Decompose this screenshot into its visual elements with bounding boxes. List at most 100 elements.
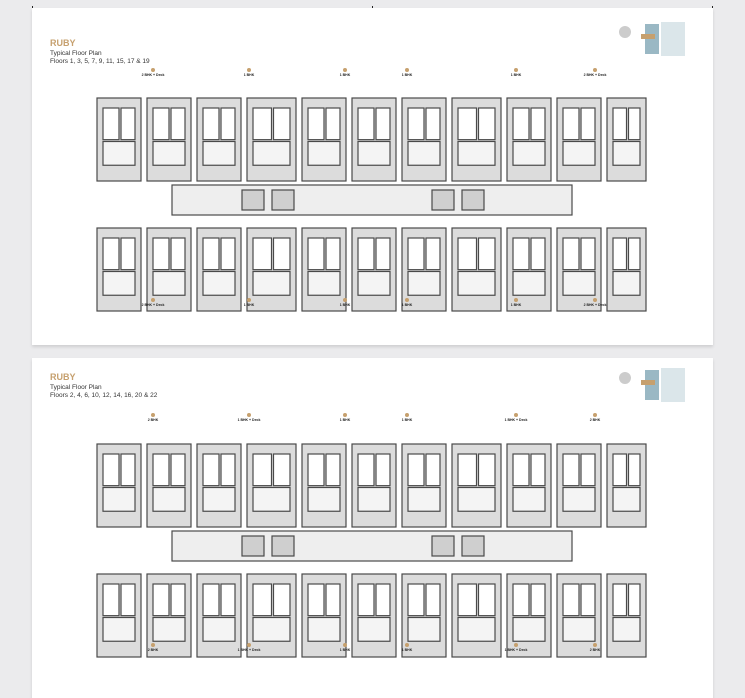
room xyxy=(407,107,425,141)
unit-marker-icon xyxy=(514,413,518,417)
floor-plan-page-1: RUBY Typical Floor Plan Floors 1, 3, 5, … xyxy=(32,8,713,345)
room xyxy=(357,616,391,642)
room xyxy=(512,270,546,296)
unit-label: 1 BHK xyxy=(481,298,551,307)
room xyxy=(307,140,341,166)
unit-label: 2 BHK + Deck xyxy=(560,68,630,77)
room xyxy=(202,140,236,166)
room xyxy=(612,453,628,487)
room xyxy=(252,486,291,512)
unit-label: 2 BHK + Deck xyxy=(118,68,188,77)
room xyxy=(170,237,186,271)
unit-type: 1 BHK xyxy=(339,303,351,307)
highlight-key xyxy=(641,34,655,39)
unit-label: 1 BHK + Deck xyxy=(214,413,284,422)
unit-marker-icon xyxy=(593,413,597,417)
lift-core xyxy=(271,189,295,211)
unit-label: 1 BHK xyxy=(310,413,380,422)
room xyxy=(357,453,375,487)
room xyxy=(252,237,273,271)
room xyxy=(425,107,441,141)
unit-marker-icon xyxy=(405,643,409,647)
room xyxy=(477,453,496,487)
room xyxy=(562,140,596,166)
room xyxy=(407,486,441,512)
unit-label: 1 BHK xyxy=(372,643,442,652)
room xyxy=(425,583,441,617)
room xyxy=(457,616,496,642)
room xyxy=(307,486,341,512)
unit-label: 1 BHK + Deck xyxy=(481,643,551,652)
unit-marker-icon xyxy=(151,413,155,417)
room xyxy=(512,616,546,642)
unit-type: 2 BHK + Deck xyxy=(583,73,607,77)
unit-type: 1 BHK + Deck xyxy=(237,418,261,422)
room xyxy=(202,486,236,512)
room xyxy=(477,107,496,141)
corridor xyxy=(171,184,573,216)
room xyxy=(252,107,273,141)
room xyxy=(612,140,641,166)
unit-label: 2 BHK + Deck xyxy=(560,298,630,307)
unit-type: 1 BHK xyxy=(243,73,255,77)
room xyxy=(202,270,236,296)
room xyxy=(120,237,136,271)
unit-label: 2 BHK xyxy=(118,643,188,652)
floors-label: Floors 2, 4, 6, 10, 12, 14, 16, 20 & 22 xyxy=(50,392,158,399)
unit-type: 1 BHK xyxy=(510,73,522,77)
floor-plan-drawing xyxy=(96,443,647,658)
site-key xyxy=(661,22,685,56)
unit-label: 1 BHK xyxy=(310,298,380,307)
room xyxy=(120,453,136,487)
room xyxy=(152,237,170,271)
lift-core xyxy=(431,189,455,211)
room xyxy=(202,616,236,642)
unit-label: 1 BHK xyxy=(372,413,442,422)
room xyxy=(627,583,641,617)
unit-type: 1 BHK xyxy=(339,73,351,77)
room xyxy=(307,616,341,642)
room xyxy=(120,583,136,617)
lift-core xyxy=(241,535,265,557)
plan-subtitle: Typical Floor Plan xyxy=(50,50,102,57)
room xyxy=(627,453,641,487)
unit-marker-icon xyxy=(247,643,251,647)
unit-type: 1 BHK xyxy=(339,648,351,652)
room xyxy=(580,237,596,271)
unit-type: 2 BHK xyxy=(147,418,159,422)
room xyxy=(477,583,496,617)
unit-label: 1 BHK + Deck xyxy=(481,413,551,422)
room xyxy=(152,107,170,141)
room xyxy=(325,583,341,617)
room xyxy=(612,270,641,296)
room xyxy=(612,486,641,512)
project-title: RUBY xyxy=(50,38,76,48)
unit-label: 1 BHK + Deck xyxy=(214,643,284,652)
room xyxy=(407,616,441,642)
room xyxy=(152,140,186,166)
room xyxy=(102,140,136,166)
room xyxy=(512,237,530,271)
room xyxy=(307,453,325,487)
unit-marker-icon xyxy=(593,643,597,647)
unit-marker-icon xyxy=(405,68,409,72)
unit-type: 2 BHK + Deck xyxy=(141,73,165,77)
room xyxy=(407,583,425,617)
room xyxy=(457,583,478,617)
room xyxy=(612,237,628,271)
room xyxy=(425,237,441,271)
unit-marker-icon xyxy=(405,298,409,302)
unit-type: 1 BHK xyxy=(401,73,413,77)
room xyxy=(220,453,236,487)
room xyxy=(357,107,375,141)
room xyxy=(307,237,325,271)
unit-type: 2 BHK xyxy=(589,648,601,652)
compass-icon xyxy=(619,26,631,38)
room xyxy=(512,453,530,487)
room xyxy=(202,583,220,617)
unit-marker-icon xyxy=(514,298,518,302)
room xyxy=(562,270,596,296)
room xyxy=(102,237,120,271)
unit-type: 2 BHK xyxy=(589,418,601,422)
compass-icon xyxy=(619,372,631,384)
